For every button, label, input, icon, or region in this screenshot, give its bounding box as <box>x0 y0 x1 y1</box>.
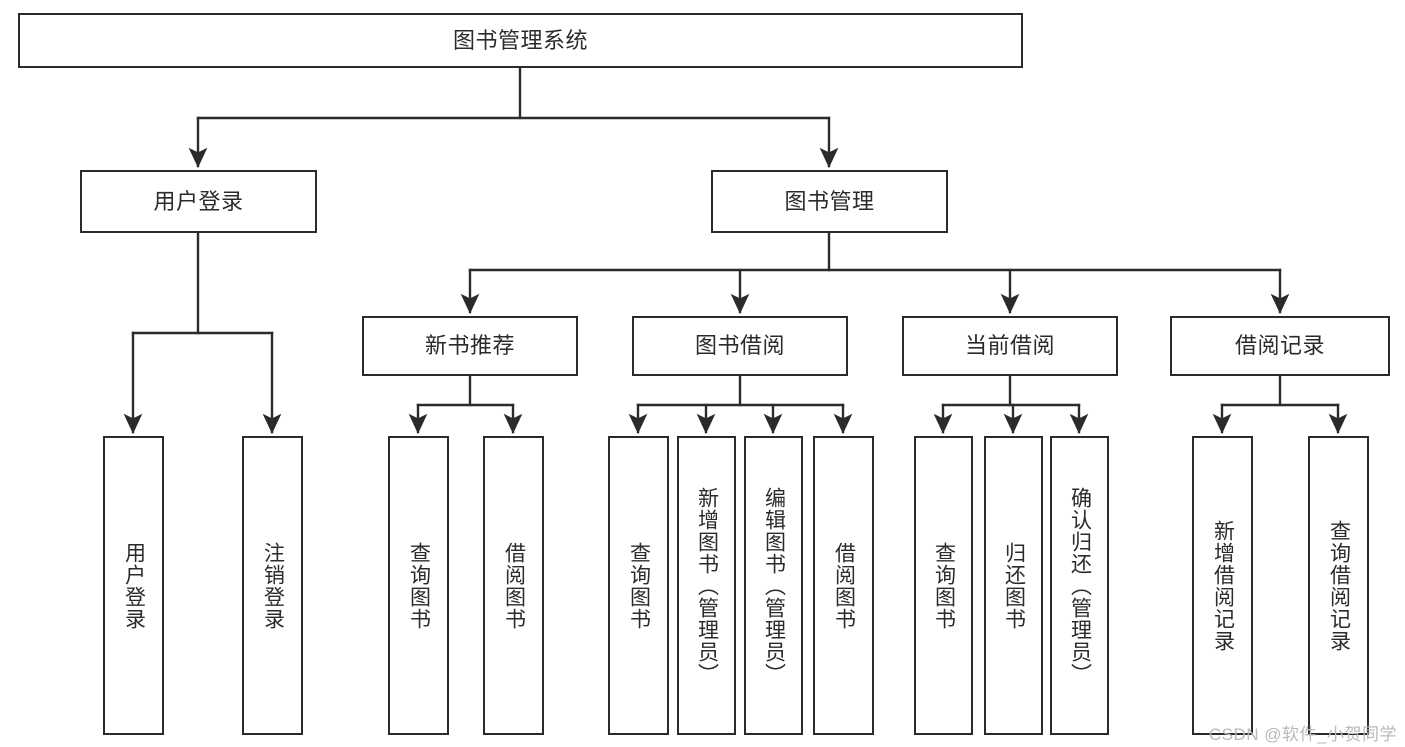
node-leaf-query-book-3[interactable]: 查询图书 <box>914 436 973 735</box>
node-leaf-add-record-label: 新增借阅记录 <box>1211 519 1235 652</box>
node-book-management[interactable]: 图书管理 <box>711 170 948 233</box>
node-leaf-borrow-book-2-label: 借阅图书 <box>832 541 856 630</box>
node-borrow-record-label: 借阅记录 <box>1234 333 1325 359</box>
node-leaf-add-record[interactable]: 新增借阅记录 <box>1192 436 1253 735</box>
node-leaf-user-login-label: 用户登录 <box>122 541 146 630</box>
node-current-borrow[interactable]: 当前借阅 <box>902 316 1118 376</box>
node-root[interactable]: 图书管理系统 <box>18 13 1023 68</box>
node-leaf-edit-book[interactable]: 编辑图书（管理员） <box>744 436 803 735</box>
node-leaf-query-book-1[interactable]: 查询图书 <box>388 436 449 735</box>
node-leaf-query-record-label: 查询借阅记录 <box>1327 519 1351 652</box>
node-book-management-label: 图书管理 <box>784 188 875 214</box>
node-leaf-query-book-2[interactable]: 查询图书 <box>608 436 669 735</box>
node-leaf-return-book-label: 归还图书 <box>1002 541 1026 630</box>
node-book-borrow-label: 图书借阅 <box>694 333 785 359</box>
node-new-book-recommend-label: 新书推荐 <box>424 333 515 359</box>
node-book-borrow[interactable]: 图书借阅 <box>632 316 848 376</box>
node-leaf-add-book-label: 新增图书（管理员） <box>695 486 719 685</box>
node-leaf-user-login[interactable]: 用户登录 <box>103 436 164 735</box>
node-current-borrow-label: 当前借阅 <box>964 333 1055 359</box>
node-leaf-logout[interactable]: 注销登录 <box>242 436 303 735</box>
node-borrow-record[interactable]: 借阅记录 <box>1170 316 1390 376</box>
node-user-login[interactable]: 用户登录 <box>80 170 317 233</box>
node-leaf-borrow-book-1[interactable]: 借阅图书 <box>483 436 544 735</box>
node-new-book-recommend[interactable]: 新书推荐 <box>362 316 578 376</box>
node-leaf-edit-book-label: 编辑图书（管理员） <box>762 486 786 685</box>
node-leaf-add-book[interactable]: 新增图书（管理员） <box>677 436 736 735</box>
node-leaf-confirm-return[interactable]: 确认归还（管理员） <box>1050 436 1109 735</box>
node-leaf-query-book-2-label: 查询图书 <box>627 541 651 630</box>
node-leaf-query-record[interactable]: 查询借阅记录 <box>1308 436 1369 735</box>
node-leaf-return-book[interactable]: 归还图书 <box>984 436 1043 735</box>
node-root-label: 图书管理系统 <box>452 27 588 53</box>
node-leaf-logout-label: 注销登录 <box>261 541 285 630</box>
node-leaf-borrow-book-1-label: 借阅图书 <box>502 541 526 630</box>
node-leaf-confirm-return-label: 确认归还（管理员） <box>1068 486 1092 685</box>
node-leaf-query-book-1-label: 查询图书 <box>407 541 431 630</box>
node-leaf-query-book-3-label: 查询图书 <box>932 541 956 630</box>
watermark-text: CSDN @软件_小贺同学 <box>1208 725 1397 744</box>
node-user-login-label: 用户登录 <box>153 188 244 214</box>
node-leaf-borrow-book-2[interactable]: 借阅图书 <box>813 436 874 735</box>
